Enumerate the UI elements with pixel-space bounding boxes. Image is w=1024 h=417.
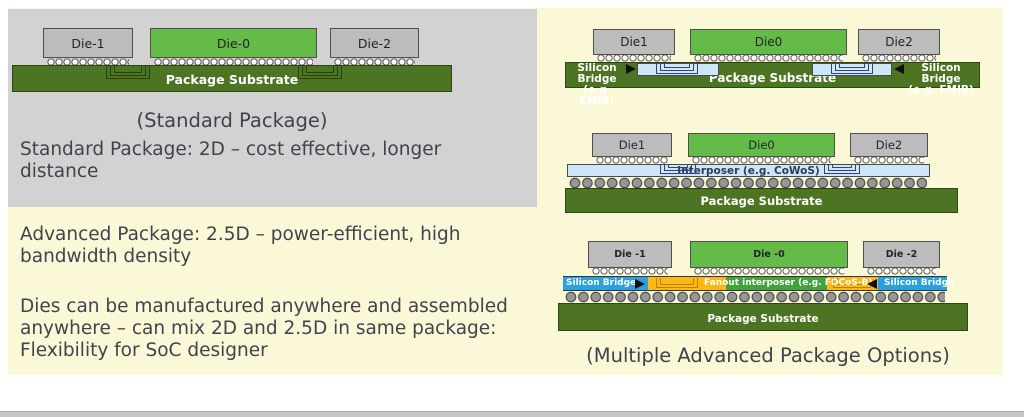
solder-bumps-icon: [334, 58, 415, 66]
die-1-chip: Die -1: [588, 241, 672, 268]
die-label: Die -0: [753, 249, 785, 260]
substrate-label: Package Substrate: [165, 72, 299, 87]
substrate-label: Package Substrate: [708, 71, 837, 85]
solder-bumps-icon: [596, 156, 668, 164]
interposer-label: Interposer (e.g. CoWoS): [677, 165, 820, 177]
advanced-package-note: Advanced Package: 2.5D – power-efficient…: [20, 224, 461, 267]
silicon-bridge-left-segment: [563, 276, 648, 291]
die-label: Die-2: [357, 35, 392, 51]
solder-bumps-icon: [47, 58, 129, 66]
interposer-layer: Interposer (e.g. CoWoS): [567, 164, 930, 177]
arrow-left-icon: [867, 279, 877, 289]
arrow-left-icon: [894, 64, 904, 74]
solder-balls-icon: [569, 177, 927, 189]
focos-bridge-label-left: Silicon Bridge: [566, 278, 637, 288]
focos-substrate: Package Substrate: [558, 303, 968, 331]
solder-bumps-icon: [592, 267, 668, 275]
advanced-package-caption: (Multiple Advanced Package Options): [586, 344, 950, 367]
die-label: Die-1: [71, 35, 105, 51]
fanout-interposer-segment: [726, 276, 827, 291]
emib-bridge-label-left: Silicon Bridge (e.g. EMIB): [577, 62, 617, 107]
die-2-chip: Die2: [858, 29, 940, 55]
die-1-chip: Die1: [593, 29, 675, 55]
arrow-right-icon: [635, 279, 645, 289]
solder-bumps-icon: [694, 54, 843, 62]
focos-bridge-label-right: Silicon Bridge: [884, 278, 955, 288]
die-label: Die -2: [885, 249, 918, 260]
arrow-right-icon: [626, 64, 636, 74]
die-0-chip: Die0: [690, 29, 847, 55]
silicon-bridge-left: [637, 63, 719, 76]
die-0-chip: Die0: [688, 133, 835, 157]
solder-bumps-icon: [154, 58, 313, 66]
die-label: Die1: [618, 138, 646, 152]
cowos-substrate: Package Substrate: [565, 188, 958, 213]
standard-substrate: Package Substrate: [12, 65, 452, 92]
die-1-chip: Die-1: [43, 28, 133, 58]
emib-bridge-label-right: Silicon Bridge (e.g. EMIB): [908, 62, 974, 96]
die-label: Die-0: [216, 35, 251, 51]
solder-bumps-icon: [867, 267, 936, 275]
solder-bumps-icon: [692, 156, 831, 164]
die-2-chip: Die2: [850, 133, 928, 157]
die-label: Die0: [748, 138, 775, 152]
die-0-chip: Die -0: [690, 241, 848, 268]
substrate-label: Package Substrate: [700, 194, 823, 208]
die-1-chip: Die1: [592, 133, 672, 157]
silicon-bridge-right: [812, 63, 892, 76]
die-label: Die -1: [614, 249, 646, 260]
die-2-chip: Die -2: [863, 241, 940, 268]
die-label: Die2: [885, 35, 913, 49]
die-0-chip: Die-0: [150, 28, 317, 58]
solder-bumps-icon: [862, 54, 936, 62]
silicon-bridge-right-segment: [878, 276, 947, 291]
die-2-chip: Die-2: [330, 28, 419, 58]
standard-package-caption: (Standard Package): [136, 109, 328, 132]
fanout-interposer-label: Fanout interposer (e.g. FOCoS-B): [704, 278, 873, 288]
die-label: Die2: [875, 138, 903, 152]
solder-balls-icon: [565, 291, 945, 303]
solder-bumps-icon: [854, 156, 924, 164]
die-label: Die0: [754, 35, 783, 49]
substrate-label: Package Substrate: [707, 313, 819, 325]
flexibility-note: Dies can be manufactured anywhere and as…: [20, 296, 508, 361]
standard-package-description: Standard Package: 2D – cost effective, l…: [20, 139, 442, 182]
solder-bumps-icon: [694, 267, 844, 275]
solder-bumps-icon: [597, 54, 671, 62]
die-label: Die1: [620, 35, 648, 49]
slide-bottom-edge: [0, 411, 1024, 417]
